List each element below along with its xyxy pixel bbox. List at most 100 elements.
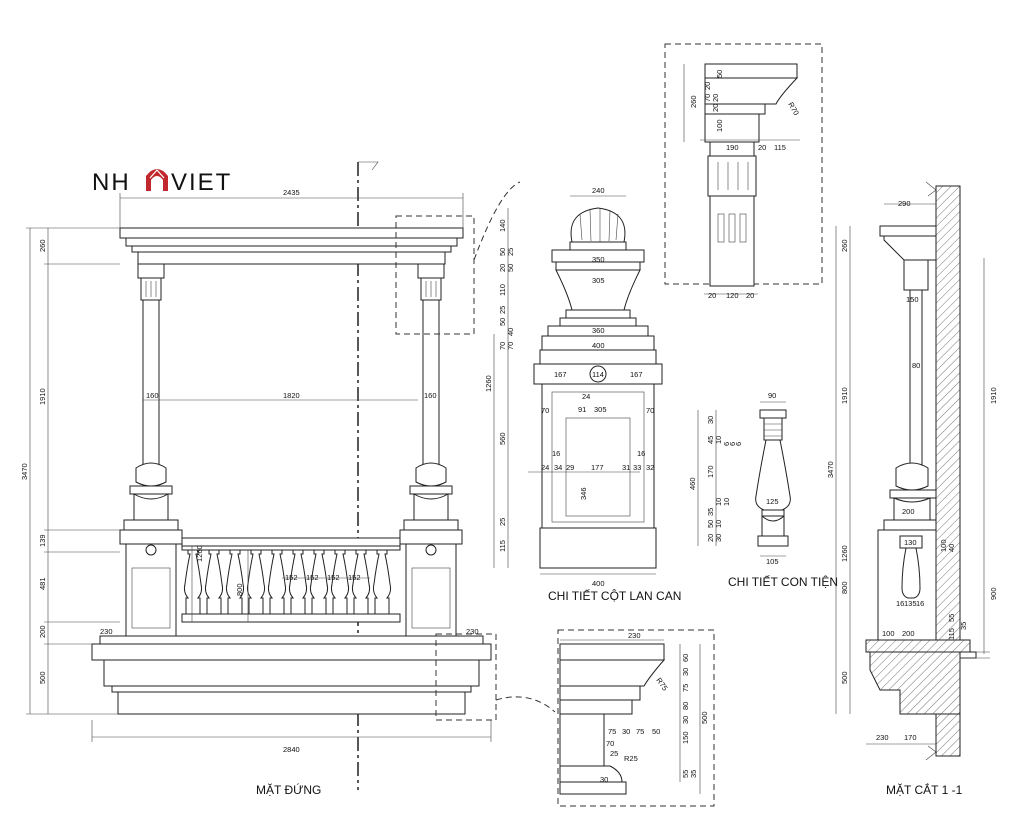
sec-dim-1910: 1910 — [840, 387, 849, 404]
bal-dim-90: 90 — [768, 391, 776, 400]
bal-dim-45: 45 — [706, 436, 715, 444]
sec-dim-260: 260 — [840, 239, 849, 252]
post-detail-view: 240 350 305 360 400 167 167 114 24 91 30… — [484, 186, 681, 603]
bal-dim-35: 35 — [706, 508, 715, 516]
post-dim-24: 24 — [582, 392, 590, 401]
dim-260: 260 — [38, 239, 47, 252]
title-post-detail: CHI TIẾT CỘT LAN CAN — [548, 588, 681, 603]
post-dim-24-inner: 24 — [541, 463, 549, 472]
sec-dim-200: 200 — [902, 507, 915, 516]
bal-dim-6b: 6 — [728, 442, 737, 446]
sec-dim-1910-right: 1910 — [989, 387, 998, 404]
left-column — [123, 263, 179, 531]
post-dim-25c: 25 — [498, 518, 507, 526]
base-dim-55: 55 — [681, 770, 690, 778]
base-dim-30: 30 — [681, 668, 690, 676]
bal-dim-30b: 30 — [714, 534, 723, 542]
post-dim-20: 20 — [498, 264, 507, 272]
bal-dim-30: 30 — [706, 416, 715, 424]
post-dim-140: 140 — [498, 219, 507, 232]
base-dim-75: 75 — [681, 684, 690, 692]
right-column — [403, 263, 459, 531]
logo-text-viet: VIET — [171, 169, 232, 196]
dim-800-baluster: 800 — [235, 583, 244, 596]
dim-3470: 3470 — [20, 463, 29, 480]
base-dim-500: 500 — [700, 711, 709, 724]
bal-dim-105: 105 — [766, 557, 779, 566]
sec-dim-135: 135 — [904, 599, 917, 608]
base-dim-25: 25 — [610, 749, 618, 758]
bal-dim-10b: 10 — [714, 498, 723, 506]
post-dim-25b: 25 — [498, 306, 507, 314]
base-dim-mid-75b: 75 — [636, 727, 644, 736]
post-dim-110: 110 — [498, 284, 507, 296]
post-dim-70-left: 70 — [541, 406, 549, 415]
post-dim-240: 240 — [592, 186, 605, 195]
bal-dim-170: 170 — [706, 465, 715, 478]
cap-dim-20: 20 — [758, 143, 766, 152]
cap-dim-bottom-120: 120 — [726, 291, 739, 300]
post-dim-167-left: 167 — [554, 370, 567, 379]
cap-dim-bottom-20b: 20 — [746, 291, 754, 300]
dim-160-left: 160 — [146, 391, 159, 400]
cap-dim-20b: 20 — [711, 94, 720, 102]
base-dim-60: 60 — [681, 654, 690, 662]
dim-160-right: 160 — [424, 391, 437, 400]
dim-1820: 1820 — [283, 391, 300, 400]
post-dim-50c: 50 — [498, 318, 507, 326]
post-dim-114-circle: 114 — [592, 370, 604, 379]
logo-text-nh: NH — [92, 169, 131, 196]
bal-dim-10c: 10 — [722, 498, 731, 506]
dim-230-left: 230 — [100, 627, 113, 636]
base-detail-view: 230 R75 60 30 75 80 30 500 150 55 35 75 … — [557, 629, 715, 807]
sec-dim-80: 80 — [912, 361, 920, 370]
dim-spacing-1: 152 — [285, 573, 298, 582]
base-dim-30b: 30 — [681, 716, 690, 724]
base-dim-35: 35 — [689, 770, 698, 778]
sec-dim-900-right: 900 — [989, 587, 998, 600]
post-dim-70a: 70 — [498, 342, 507, 350]
base-dim-mid-30: 30 — [622, 727, 630, 736]
section-view: 290 150 80 200 130 16 135 16 100 200 230… — [826, 181, 998, 797]
elevation-view: 2435 1820 160 160 2840 230 230 260 1910 … — [20, 161, 556, 797]
sec-dim-130: 130 — [904, 538, 917, 547]
sec-dim-230: 230 — [876, 733, 889, 742]
base-dim-70: 70 — [606, 739, 614, 748]
sec-dim-290: 290 — [898, 199, 911, 208]
base-dim-r75: R75 — [654, 676, 669, 692]
cap-dim-20a: 20 — [703, 82, 712, 90]
post-dim-33: 33 — [633, 463, 641, 472]
post-dim-400: 400 — [592, 341, 605, 350]
sec-dim-40: 40 — [947, 544, 956, 552]
post-dim-360: 360 — [592, 326, 605, 335]
dim-2435: 2435 — [283, 188, 300, 197]
post-dim-31: 31 — [622, 463, 630, 472]
bal-dim-6a: 6 — [722, 442, 731, 446]
base-dim-230: 230 — [628, 631, 641, 640]
dim-139: 139 — [38, 534, 47, 547]
dim-spacing-3: 152 — [327, 573, 340, 582]
sec-dim-150: 150 — [906, 295, 919, 304]
cap-dim-70: 70 — [703, 94, 712, 102]
brand-logo: NH VIET — [92, 169, 232, 196]
sec-dim-100: 100 — [882, 629, 895, 638]
cap-dim-100: 100 — [715, 119, 724, 132]
capital-detail-view: 50 20 70 20 20 100 260 R70 190 20 115 20… — [664, 43, 823, 300]
sec-dim-3470: 3470 — [826, 461, 835, 478]
bal-dim-6c: 6 — [734, 442, 743, 446]
base-dim-mid-50: 50 — [652, 727, 660, 736]
sec-dim-16a: 16 — [896, 599, 904, 608]
base-dim-150: 150 — [681, 731, 690, 744]
post-dim-346: 346 — [579, 487, 588, 500]
title-elevation: MẶT ĐỨNG — [256, 782, 321, 797]
post-dim-29: 29 — [566, 463, 574, 472]
logo-house-icon — [146, 169, 168, 191]
post-dim-32: 32 — [646, 463, 654, 472]
sec-dim-115: 115 — [947, 628, 956, 640]
bal-dim-20: 20 — [706, 534, 715, 542]
bal-dim-50: 50 — [706, 520, 715, 528]
post-dim-350: 350 — [592, 255, 605, 264]
dim-spacing-2: 152 — [306, 573, 319, 582]
sec-dim-1260: 1260 — [840, 545, 849, 562]
post-dim-177: 177 — [591, 463, 604, 472]
